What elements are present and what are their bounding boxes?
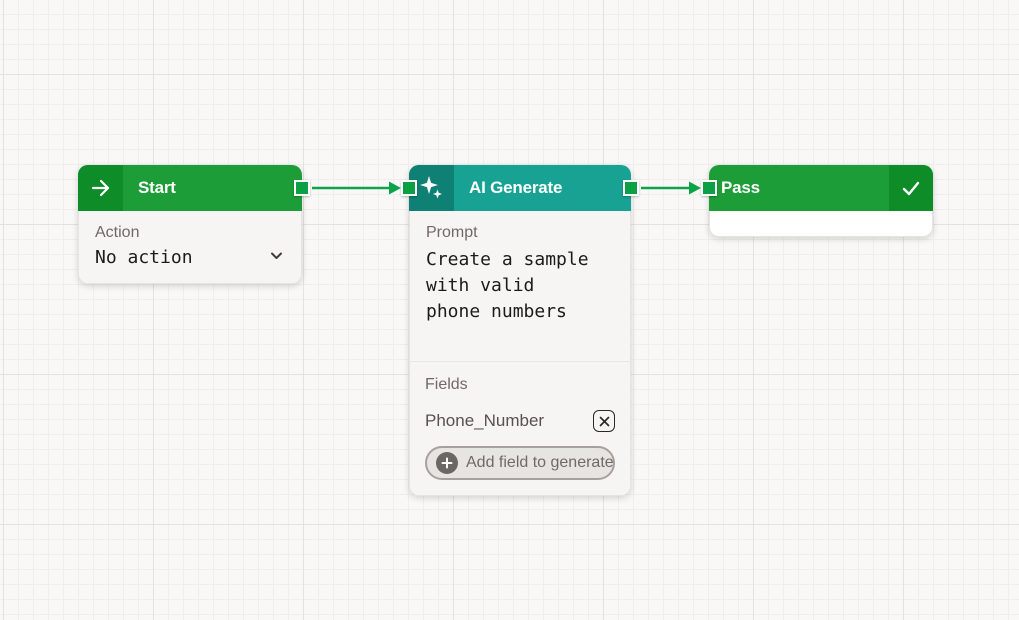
prompt-section: Prompt Create a sample with valid phone …	[410, 211, 630, 361]
node-pass-title: Pass	[721, 178, 760, 197]
prompt-value[interactable]: Create a sample with valid phone numbers	[426, 249, 589, 322]
node-pass[interactable]: Pass	[701, 165, 933, 237]
x-icon	[599, 416, 609, 426]
action-label: Action	[95, 224, 140, 241]
check-icon	[889, 165, 933, 211]
field-item-name: Phone_Number	[425, 411, 545, 430]
field-item-row: Phone_Number	[425, 407, 615, 435]
node-start[interactable]: Start Action No action	[78, 165, 310, 284]
add-field-button-label: Add field to generate	[466, 454, 614, 471]
ai-generate-output-handle[interactable]	[623, 180, 639, 196]
action-select[interactable]: No action	[95, 245, 285, 271]
add-field-button[interactable]: Add field to generate	[425, 446, 615, 480]
node-pass-body	[709, 211, 933, 237]
fields-label: Fields	[425, 376, 468, 393]
action-select-value: No action	[95, 247, 193, 268]
node-start-header[interactable]: Start	[78, 165, 310, 211]
node-ai-generate-body: Prompt Create a sample with valid phone …	[409, 211, 631, 496]
node-ai-generate-header[interactable]: AI Generate	[401, 165, 639, 211]
edge-start-to-ai-generate	[312, 181, 401, 195]
start-output-handle[interactable]	[294, 180, 310, 196]
remove-field-button[interactable]	[593, 410, 615, 432]
ai-generate-input-handle[interactable]	[401, 180, 417, 196]
arrow-right-icon	[78, 165, 123, 211]
arrowhead-icon	[389, 181, 401, 195]
node-start-title: Start	[138, 178, 176, 197]
pass-input-handle[interactable]	[701, 180, 717, 196]
prompt-label: Prompt	[426, 224, 478, 241]
edge-ai-generate-to-pass	[641, 181, 701, 195]
node-pass-header[interactable]: Pass	[701, 165, 933, 211]
node-ai-generate[interactable]: AI Generate Prompt Create a sample with …	[401, 165, 639, 496]
node-start-body: Action No action	[78, 211, 302, 284]
plus-icon	[436, 452, 458, 474]
arrowhead-icon	[689, 181, 701, 195]
chevron-down-icon	[268, 247, 285, 269]
node-ai-generate-title: AI Generate	[469, 178, 563, 197]
fields-section: Fields Phone_Number Add fie	[410, 361, 630, 495]
